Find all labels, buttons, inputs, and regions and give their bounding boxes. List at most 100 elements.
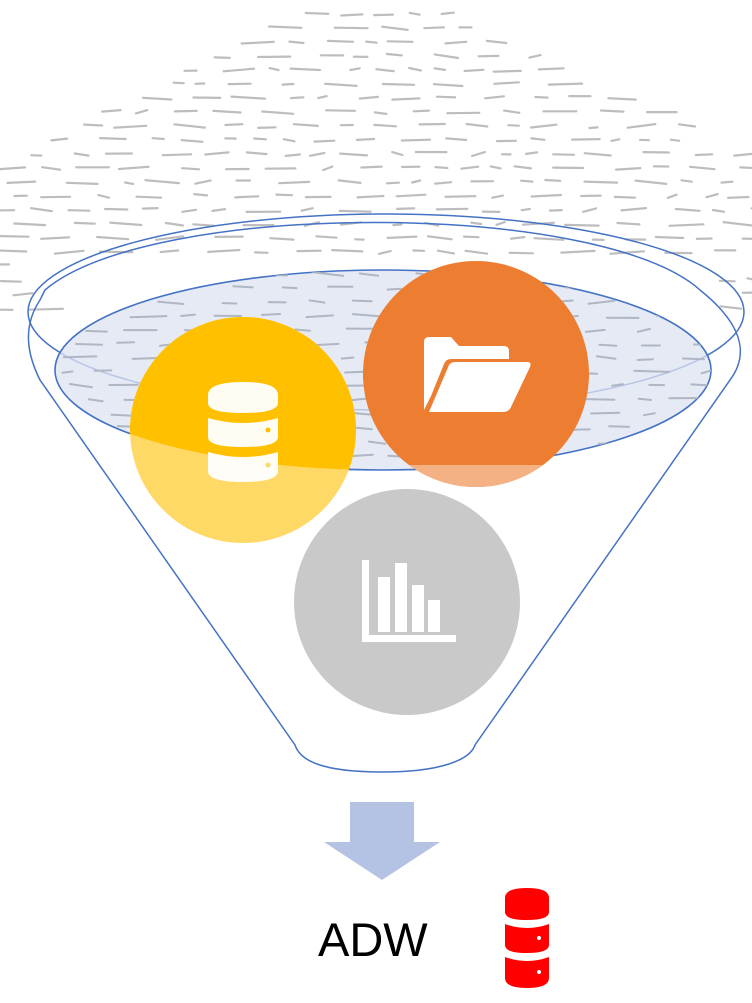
stream-dash [493, 81, 521, 85]
stream-dash [381, 25, 409, 31]
stream-dash [570, 138, 601, 141]
stream-dash [663, 425, 696, 429]
stream-dash [157, 300, 185, 305]
stream-dash [426, 235, 453, 241]
stream-dash [340, 13, 364, 17]
stream-dash [97, 194, 111, 199]
stream-dash [308, 151, 326, 157]
stream-dash [0, 280, 22, 283]
stream-dash [207, 248, 241, 253]
stream-dash [433, 53, 460, 60]
stream-dash [620, 207, 648, 212]
stream-dash [154, 235, 185, 241]
stream-dash [508, 251, 535, 255]
stream-dash [80, 271, 104, 277]
stream-dash [686, 327, 711, 332]
stream-dash [610, 138, 621, 142]
stream-dash [726, 195, 750, 199]
stream-dash [96, 235, 130, 241]
stream-dash [545, 272, 565, 277]
stream-dash [694, 153, 714, 157]
stream-dash [326, 39, 355, 43]
stream-dash [544, 178, 562, 182]
stream-dash [62, 355, 98, 359]
stream-dash [705, 193, 719, 199]
stream-dash [633, 369, 671, 373]
stream-dash [50, 137, 69, 142]
stream-dash [141, 96, 173, 101]
stream-dash [711, 208, 726, 213]
down-arrow [324, 802, 440, 880]
stream-dash [411, 179, 422, 184]
stream-dash [355, 137, 376, 141]
stream-dash [396, 207, 416, 210]
database-red-icon [505, 888, 549, 988]
stream-dash [349, 67, 361, 72]
stream-dash [30, 207, 53, 213]
stream-dash [135, 195, 163, 199]
stream-dash [275, 193, 294, 197]
stream-dash [524, 151, 539, 155]
stream-dash [739, 166, 752, 170]
stream-dash [471, 151, 486, 158]
stream-dash [688, 165, 716, 171]
stream-dash [305, 314, 334, 319]
stream-dash [668, 223, 705, 227]
stream-dash [324, 82, 358, 88]
stream-dash [637, 397, 653, 401]
stream-dash [123, 181, 135, 185]
stream-dash [180, 272, 218, 276]
stream-dash [520, 179, 534, 183]
stream-dash [507, 124, 521, 127]
bar-chart-icon [362, 560, 456, 642]
stream-dash [412, 109, 430, 113]
stream-dash [465, 122, 489, 128]
stream-dash [563, 223, 600, 227]
stream-dash [674, 207, 701, 212]
stream-dash [192, 223, 215, 227]
stream-dash [360, 165, 383, 169]
stream-dash [313, 139, 336, 143]
stream-dash [627, 456, 656, 459]
stream-dash [530, 137, 546, 141]
stream-dash [30, 154, 43, 157]
stream-dash [337, 179, 362, 184]
stream-dash [82, 313, 106, 317]
stream-dash [13, 222, 47, 227]
stream-dash [583, 180, 619, 184]
stream-dash [73, 152, 90, 157]
stream-dash [669, 272, 695, 277]
stream-dash [408, 11, 421, 16]
stream-dash [548, 209, 563, 212]
stream-dash [669, 138, 681, 142]
stream-dash [492, 69, 522, 73]
stream-dash [690, 383, 711, 387]
stream-dash [193, 193, 209, 197]
stream-dash [0, 249, 28, 253]
stream-dash [68, 383, 93, 389]
stream-dash [385, 181, 400, 185]
stream-dash [614, 167, 642, 171]
stream-dash [40, 166, 62, 171]
stream-dash [325, 109, 357, 112]
stream-dash [503, 109, 521, 114]
stream-dash [385, 52, 403, 57]
stream-dash [65, 181, 99, 185]
stream-dash [253, 137, 267, 141]
stream-dash [400, 138, 432, 142]
stream-dash [386, 235, 418, 239]
stream-dash [636, 327, 651, 333]
stream-dash [677, 123, 697, 128]
stream-dash [648, 441, 676, 445]
stream-dash [164, 221, 184, 227]
database-circle [130, 317, 356, 543]
stream-dash [584, 328, 606, 333]
stream-dash [386, 40, 414, 43]
stream-dash [98, 137, 127, 141]
stream-dash [434, 181, 453, 185]
stream-dash [720, 180, 734, 184]
stream-dash [232, 285, 254, 289]
stream-dash [173, 123, 206, 129]
stream-dash [116, 341, 136, 344]
